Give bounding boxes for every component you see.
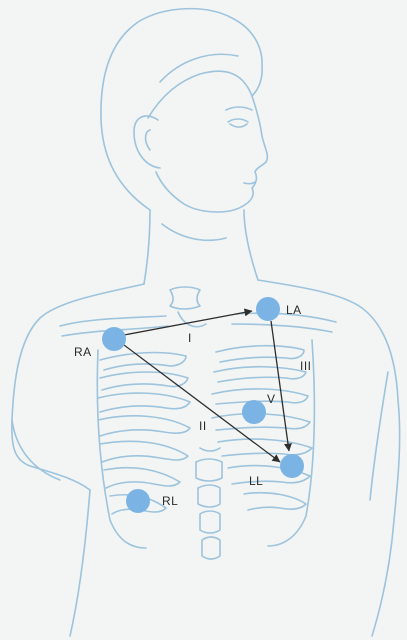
electrode-rl [126,489,150,513]
label-lead-2: II [199,419,207,433]
label-rl: RL [162,494,178,508]
label-ra: RA [74,345,92,359]
lead-3-arrow [271,321,289,451]
label-lead-1: I [188,331,192,345]
electrode-ra [102,327,126,351]
ribcage [97,340,314,548]
head-outline [101,9,267,212]
label-ll: LL [249,474,263,488]
electrode-ll [280,454,304,478]
spine [196,448,222,559]
neck-outline [144,210,258,284]
electrode-la [256,297,280,321]
label-v: V [267,392,276,406]
label-lead-3: III [300,359,312,373]
torso-outline [12,280,400,636]
electrode-v [242,400,266,424]
label-la: LA [286,303,302,317]
